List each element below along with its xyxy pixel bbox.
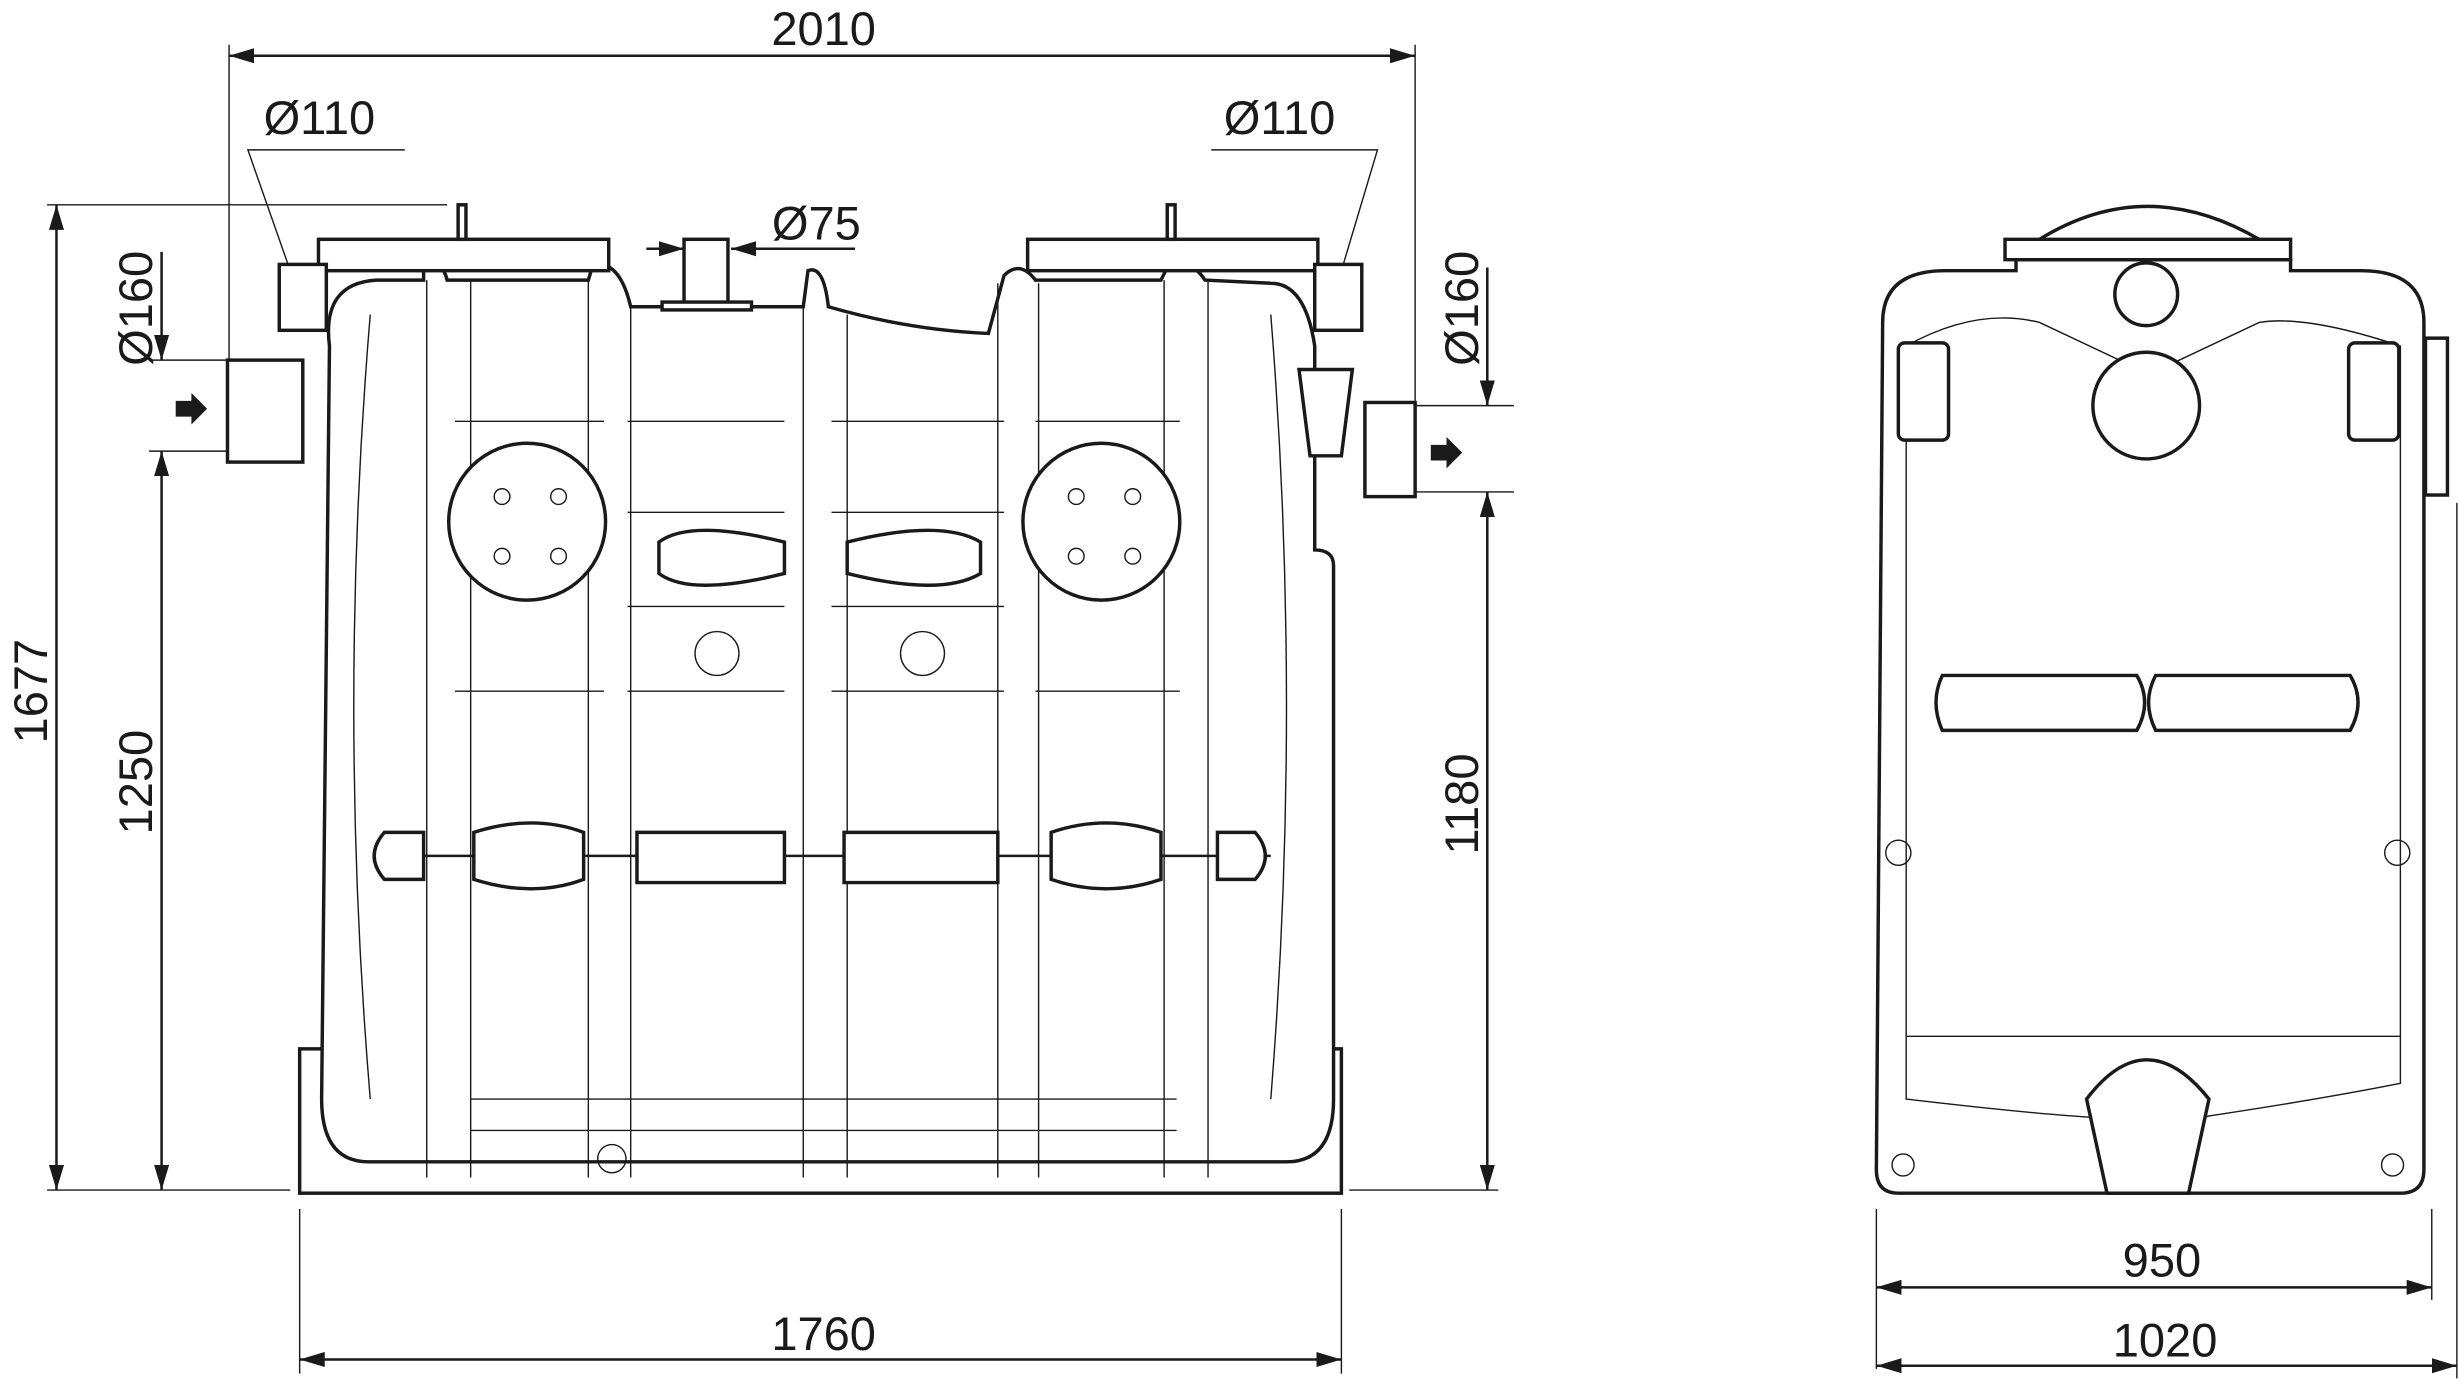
dim-label-outlet-diameter: Ø160 [1435, 251, 1488, 366]
right-manhole-cover [1025, 237, 1320, 273]
dimension-950: 950 [1875, 1208, 2433, 1369]
dimension-2010: 2010 [228, 2, 1416, 401]
callout-right-110: Ø110 [1211, 91, 1379, 271]
callout-left-110: Ø110 [246, 91, 405, 271]
dim-label-1760: 1760 [771, 1307, 876, 1360]
left-inspection-port [446, 441, 608, 602]
dim-label-950: 950 [2123, 1233, 2202, 1286]
dimension-1180: 1180 [1349, 491, 1499, 1191]
dimension-1250: 1250 [109, 451, 170, 1191]
dim-label-2010: 2010 [771, 2, 876, 55]
inlet-pipe [225, 358, 305, 464]
right-vent-110 [1312, 262, 1364, 333]
inlet-arrow-icon [175, 393, 208, 425]
left-manhole-cover [316, 237, 611, 273]
dimension-inlet-160: Ø160 [109, 251, 228, 452]
side-cover [2003, 237, 2293, 262]
dim-label-1020: 1020 [2113, 1313, 2218, 1366]
dim-label-inlet-diameter: Ø160 [109, 251, 162, 366]
front-view-tank [225, 203, 1417, 1195]
right-inspection-port [1021, 441, 1182, 602]
tank-body [319, 261, 1336, 1164]
side-vent-port [2113, 261, 2180, 328]
dim-label-1250: 1250 [109, 730, 162, 835]
top-pipe-75 [682, 237, 730, 307]
side-view-tank [1874, 204, 2450, 1195]
dim-label-1677: 1677 [4, 639, 57, 744]
callout-label-left-vent: Ø110 [264, 91, 376, 144]
callout-label-top-pipe: Ø75 [772, 196, 861, 249]
outlet-tee [1297, 367, 1355, 458]
callout-75: Ø75 [646, 196, 861, 257]
outlet-pipe [1363, 400, 1417, 499]
side-outlet-sump [2084, 1058, 2211, 1195]
dim-label-1180: 1180 [1435, 754, 1488, 855]
outlet-arrow-icon [1430, 436, 1463, 469]
left-vent-110 [277, 262, 329, 333]
dimension-1677: 1677 [4, 204, 448, 1191]
callout-label-right-vent: Ø110 [1224, 91, 1336, 144]
side-body [1874, 257, 2426, 1195]
dimension-1760: 1760 [298, 1208, 1343, 1374]
side-inspection-port [2091, 350, 2202, 461]
dimension-outlet-160: Ø160 [1411, 251, 1514, 493]
dimension-1020: 1020 [1876, 502, 2458, 1379]
